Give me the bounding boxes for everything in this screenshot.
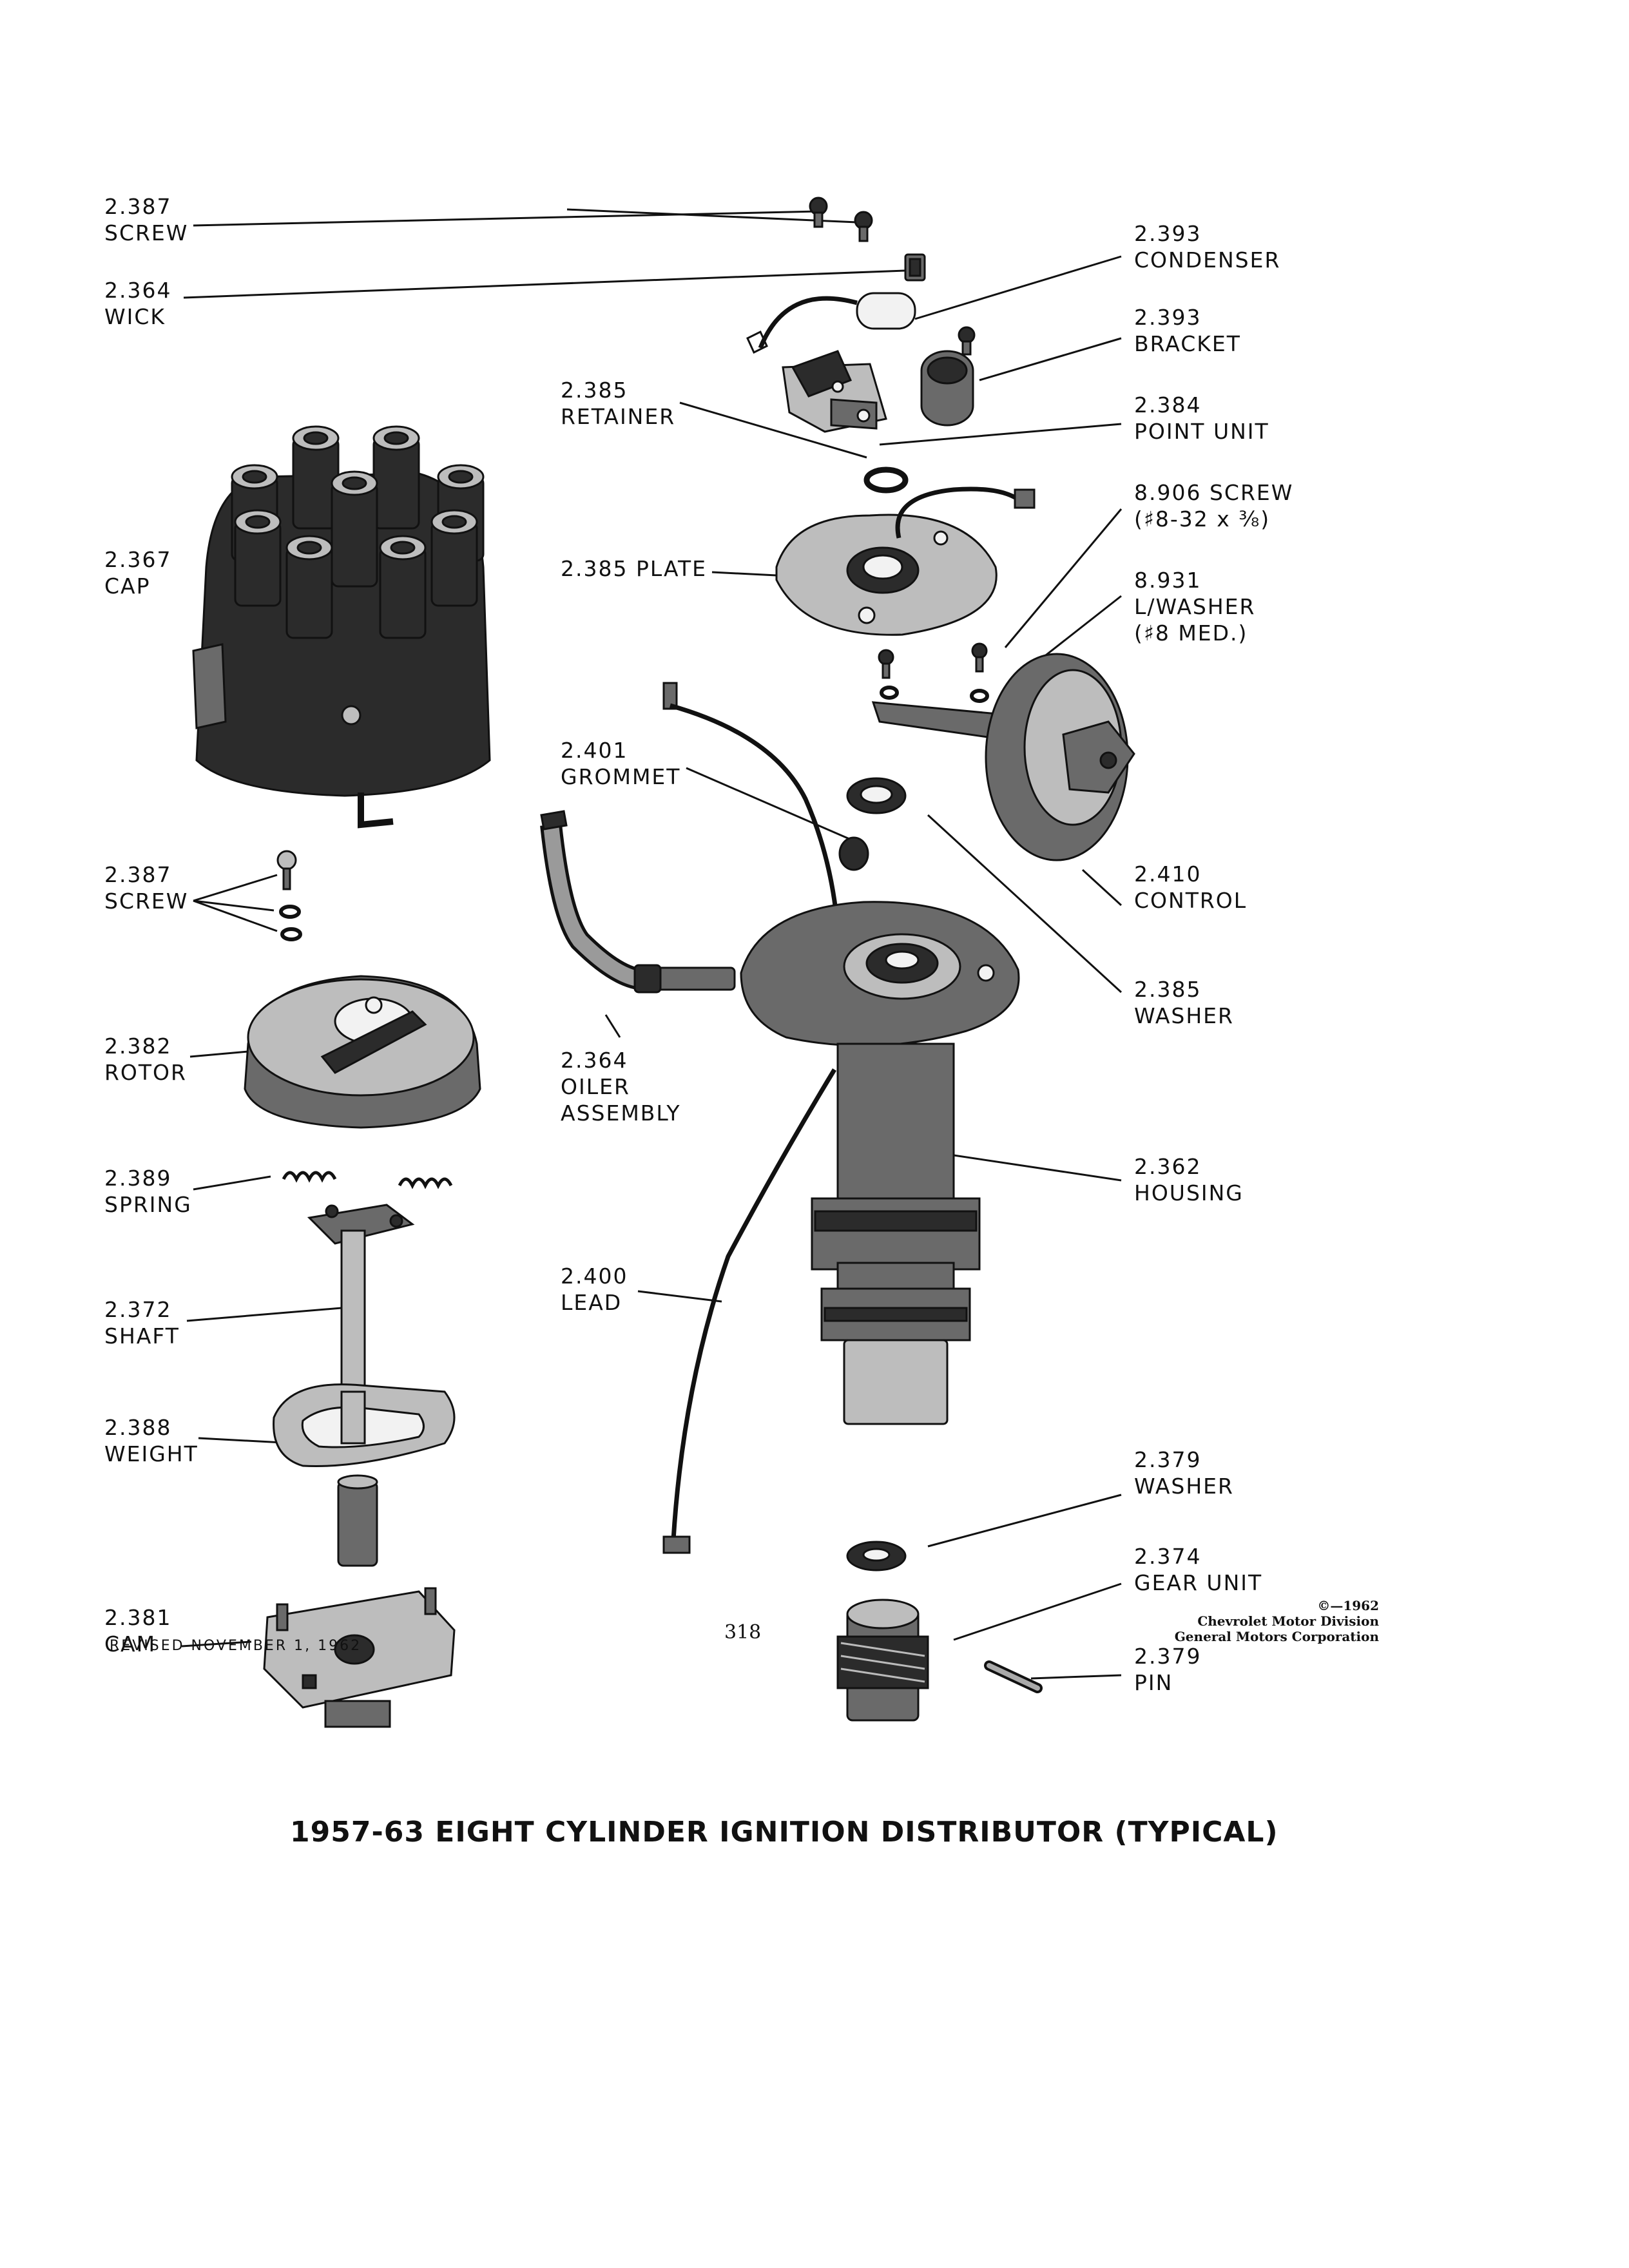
rotor-screws — [276, 850, 302, 941]
vacuum-control-part — [871, 653, 1135, 861]
bracket-part — [920, 350, 974, 427]
sleeve-part — [337, 1474, 378, 1567]
retainer-part — [863, 466, 909, 494]
pin-part — [984, 1660, 1043, 1693]
springs-part — [282, 1171, 453, 1189]
washer-2379-part — [846, 1541, 907, 1571]
point-unit-part — [782, 350, 887, 433]
copyright-notice: ©—1962 Chevrolet Motor Division General … — [1174, 1598, 1379, 1644]
rotor-part — [244, 975, 481, 1129]
weight-part — [273, 1383, 456, 1468]
page-number: 318 — [724, 1621, 762, 1644]
diagram-title: 1957-63 EIGHT CYLINDER IGNITION DISTRIBU… — [290, 1816, 1278, 1849]
oiler-assembly-part — [540, 810, 736, 994]
cap-towers — [231, 425, 485, 639]
plate-part — [775, 486, 1036, 636]
housing-part — [740, 901, 1020, 1425]
label-screw-8906: 8.906 SCREW(♯8-32 x ⅜) — [1134, 480, 1294, 532]
control-screws — [878, 642, 989, 703]
gear-unit-part — [836, 1599, 929, 1722]
washer-2385-part — [846, 777, 907, 814]
revised-date: REVISED NOVEMBER 1, 1962 — [110, 1638, 362, 1654]
primary-lead-part — [662, 682, 869, 928]
label-plate: 2.385 PLATE — [561, 556, 708, 581]
cap-part — [192, 425, 491, 829]
wick-part — [904, 253, 926, 282]
cam-part — [263, 1587, 456, 1728]
top-screws — [809, 197, 873, 242]
condenser-part — [746, 292, 976, 356]
lead-2400-part — [662, 1068, 836, 1554]
